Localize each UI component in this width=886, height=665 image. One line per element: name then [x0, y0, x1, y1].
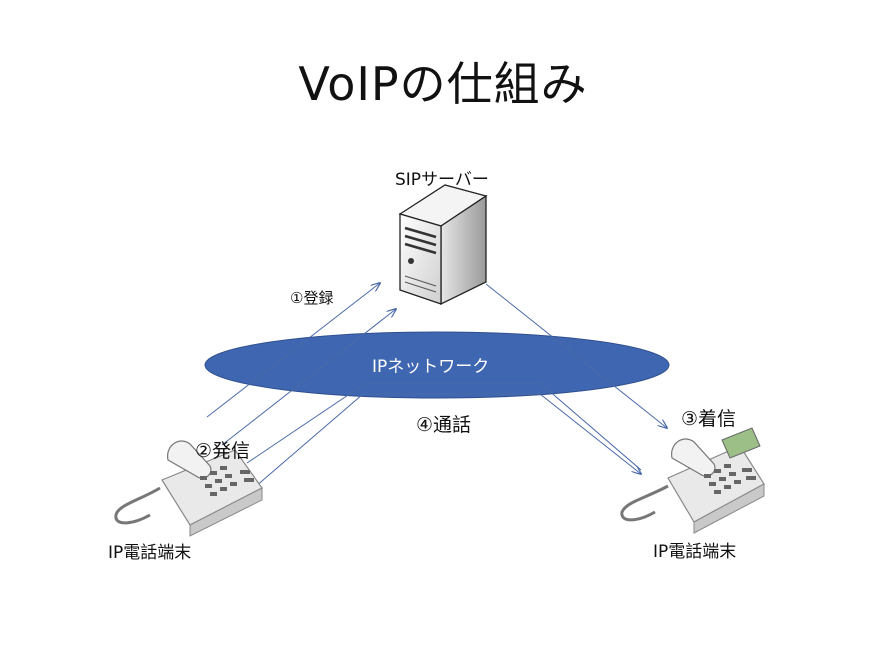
talk-path-lower — [246, 382, 642, 471]
incoming-step-label: ③着信 — [681, 408, 737, 430]
register-step-label: ①登録 — [290, 289, 334, 307]
page-title: VoIPの仕組み — [298, 57, 588, 111]
phone-left-icon — [114, 440, 263, 537]
ip-network-ellipse — [204, 331, 670, 399]
phone-right-icon — [620, 427, 765, 534]
call-step-label: ②発信 — [195, 440, 251, 462]
network-label: IPネットワーク — [372, 357, 490, 377]
incoming-arrow — [485, 283, 667, 428]
register-arrow — [206, 283, 380, 418]
talk-step-label: ④通話 — [416, 414, 472, 436]
server-label: SIPサーバー — [395, 170, 489, 190]
phone-left-label: IP電話端末 — [108, 543, 192, 563]
call-arrow — [221, 309, 396, 446]
talk-path-upper — [255, 393, 641, 487]
phone-right-label: IP電話端末 — [653, 542, 737, 562]
server-icon — [398, 184, 488, 306]
